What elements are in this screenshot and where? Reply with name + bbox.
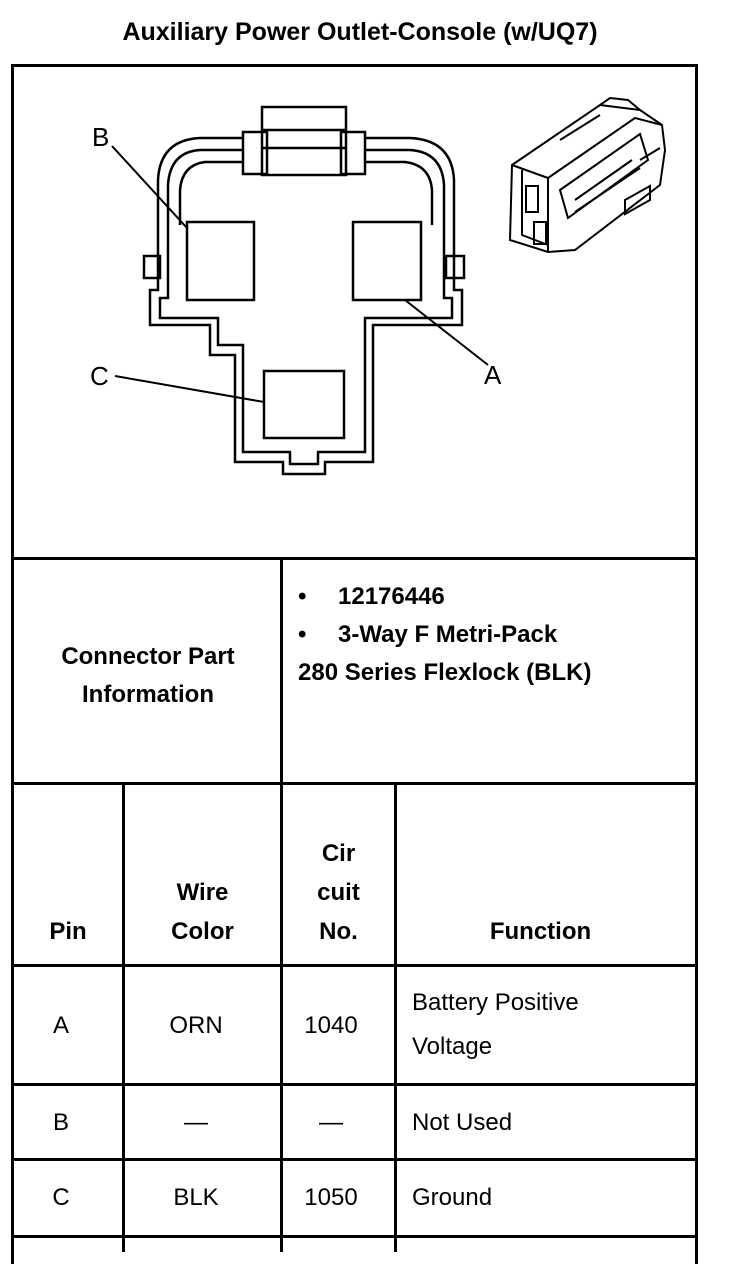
callout-a: A	[484, 360, 502, 390]
divider-cpi-vertical	[280, 557, 283, 785]
leader-a	[404, 299, 489, 366]
page-title: Auxiliary Power Outlet-Console (w/UQ7)	[122, 18, 598, 46]
connector-3d-illustration	[508, 96, 667, 254]
description-item: •3-Way F Metri-Pack	[298, 621, 558, 648]
cavity-b	[185, 220, 256, 302]
connector-part-info-label: Connector Part Information	[61, 643, 235, 708]
cavity-c	[262, 369, 346, 440]
left-nub	[142, 254, 162, 280]
right-nub	[444, 254, 466, 280]
row-c-circuit: 1050	[304, 1184, 358, 1211]
row-a-wire-color: ORN	[169, 1012, 223, 1039]
header-pin: Pin	[49, 918, 87, 945]
divider-connector-info	[11, 782, 698, 785]
cavity-a	[351, 220, 423, 302]
row-c-function: Ground	[412, 1184, 493, 1211]
callout-c: C	[90, 361, 109, 391]
column-divider-2	[280, 782, 283, 1252]
header-wire-color: Wire Color	[171, 879, 234, 945]
row-b-circuit: —	[319, 1109, 343, 1136]
callout-b: B	[92, 122, 109, 152]
divider-diagram	[11, 557, 698, 560]
row-c-pin: C	[52, 1184, 70, 1211]
row-a-pin: A	[52, 1012, 69, 1039]
header-function: Function	[489, 918, 592, 945]
latch-tab	[260, 105, 348, 177]
column-divider-1	[122, 782, 125, 1252]
part-number-item: •12176446	[298, 583, 445, 610]
row-b-wire-color: —	[184, 1109, 208, 1136]
header-circuit-no: Cir cuit No.	[317, 840, 360, 945]
connector-table-frame	[11, 64, 698, 1264]
row-a-circuit: 1040	[304, 1012, 358, 1039]
row-b-pin: B	[52, 1109, 69, 1136]
connector-part-info-list: •12176446 •3-Way F Metri-Pack 280 Series…	[298, 578, 591, 692]
row-c-wire-color: BLK	[173, 1184, 219, 1211]
description-line2: 280 Series Flexlock (BLK)	[298, 659, 592, 686]
divider-header	[11, 964, 698, 967]
column-divider-3	[394, 782, 397, 1252]
connector-face-diagram: B A C	[90, 96, 667, 476]
leader-c	[114, 375, 265, 403]
row-b-function: Not Used	[412, 1109, 513, 1136]
divider-row-b	[11, 1158, 698, 1161]
divider-row-c	[11, 1235, 698, 1238]
leader-b	[111, 145, 188, 229]
row-a-function: Battery Positive Voltage	[412, 989, 579, 1060]
divider-row-a	[11, 1083, 698, 1086]
